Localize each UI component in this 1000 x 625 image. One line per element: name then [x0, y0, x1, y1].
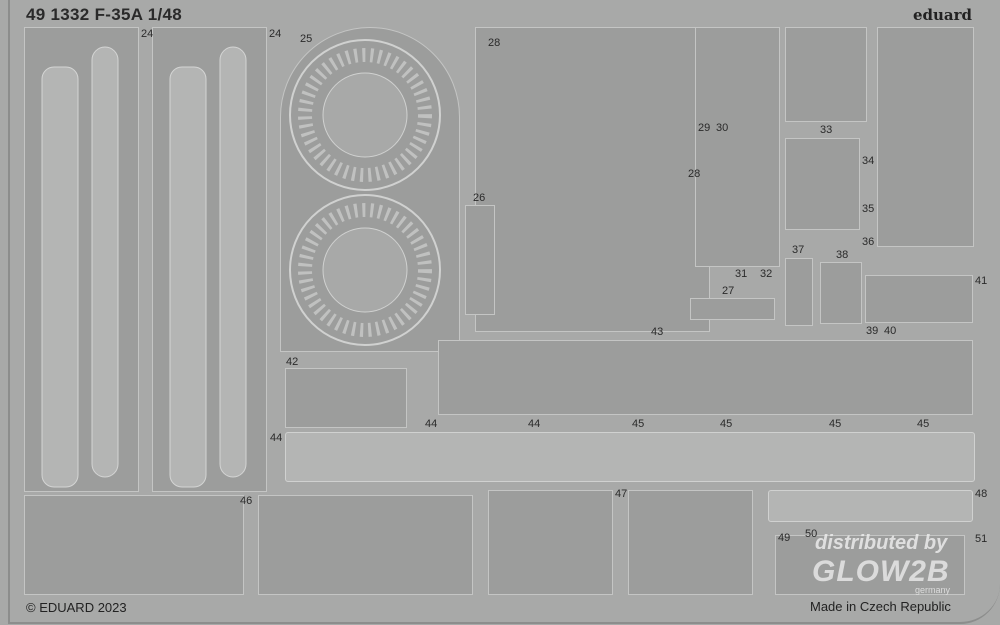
part-label: 25 — [300, 33, 313, 45]
part-label: 37 — [792, 244, 805, 256]
part-label: 28 — [488, 37, 501, 49]
part-label: 34 — [862, 155, 875, 167]
part-label: 51 — [975, 533, 988, 545]
watermark-country: germany — [915, 585, 951, 595]
part-28-panel — [475, 27, 710, 332]
part-label: 26 — [473, 192, 486, 204]
part-label: 36 — [862, 236, 875, 248]
part-label: 24 — [269, 28, 282, 40]
part-27-panel — [690, 298, 775, 320]
copyright-text: © EDUARD 2023 — [26, 600, 127, 615]
part-label: 39 — [866, 325, 879, 337]
part-label: 30 — [716, 122, 729, 134]
part-label: 45 — [632, 418, 645, 430]
part-47-right-panel — [628, 490, 753, 595]
part-48-strip — [768, 490, 973, 522]
part-label: 44 — [270, 432, 283, 444]
part-43-panel — [438, 340, 973, 415]
product-title: 49 1332 F-35A 1/48 — [26, 5, 182, 24]
part-42-panel — [285, 368, 407, 428]
part-label: 35 — [862, 203, 875, 215]
part-label: 42 — [286, 356, 299, 368]
part-38-panel — [820, 262, 862, 324]
part-26-panel — [465, 205, 495, 315]
brand-logo: eduard — [912, 6, 972, 24]
parts-49-51-panel — [775, 535, 965, 595]
part-47-left-panel — [488, 490, 613, 595]
fret-frame — [8, 0, 1000, 624]
watermark-distributed-by: distributed by — [815, 532, 948, 554]
parts-29-32-panel — [695, 27, 780, 267]
part-label: 33 — [820, 124, 833, 136]
part-label: 50 — [805, 528, 818, 540]
parts-34-35-panel — [785, 138, 860, 230]
part-label: 44 — [425, 418, 438, 430]
part-label: 45 — [720, 418, 733, 430]
part-37-panel — [785, 258, 813, 326]
part-label: 32 — [760, 268, 773, 280]
part-label: 27 — [722, 285, 735, 297]
parts-44-45-strip — [285, 432, 975, 482]
made-in-text: Made in Czech Republic — [810, 599, 951, 614]
part-label: 47 — [615, 488, 628, 500]
part-33-panel — [785, 27, 867, 122]
engine-fan-rings — [289, 39, 441, 346]
part-label: 40 — [884, 325, 897, 337]
part-label: 29 — [698, 122, 711, 134]
part-label: 38 — [836, 249, 849, 261]
part-label: 45 — [829, 418, 842, 430]
part-label: 28 — [688, 168, 701, 180]
part-label: 41 — [975, 275, 988, 287]
part-46-left-panel — [24, 495, 244, 595]
part-label: 44 — [528, 418, 541, 430]
parts-39-41-panel — [865, 275, 973, 323]
part-label: 45 — [917, 418, 930, 430]
part-46-right-panel — [258, 495, 473, 595]
watermark-logo: GLOW2B — [812, 555, 950, 588]
part-label: 31 — [735, 268, 748, 280]
part-label: 48 — [975, 488, 988, 500]
part-label: 43 — [651, 326, 664, 338]
part-label: 46 — [240, 495, 253, 507]
part-label: 24 — [141, 28, 154, 40]
landing-gear-parts — [41, 46, 247, 488]
part-36-panel — [877, 27, 974, 247]
part-label: 49 — [778, 532, 791, 544]
